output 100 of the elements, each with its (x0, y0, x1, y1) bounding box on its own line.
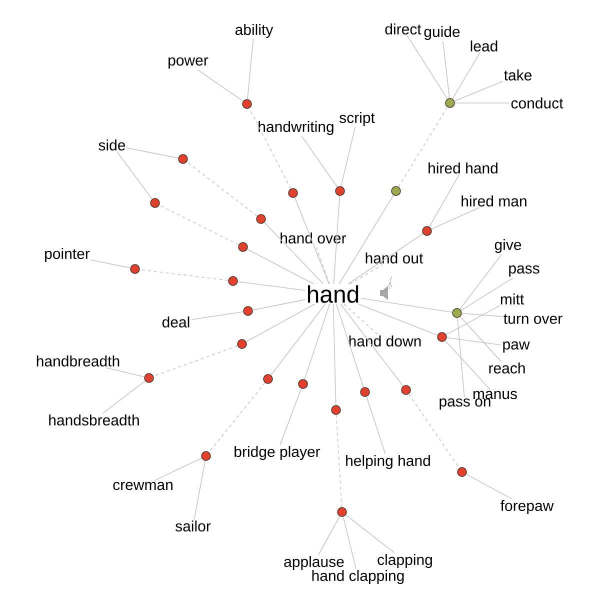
word-label: reach (489, 362, 525, 374)
link-line (444, 340, 491, 390)
word-label: hand down (349, 336, 421, 346)
word-label: handsbreadth (49, 414, 139, 426)
word-label: ability (235, 24, 274, 38)
word-label: helping hand (346, 455, 430, 469)
sense-dot (445, 98, 455, 108)
link-line (332, 304, 336, 406)
link-line (457, 317, 465, 398)
sense-dot (331, 405, 341, 415)
link-line (460, 316, 502, 362)
link-line (126, 148, 179, 158)
word-label: handbreadth (36, 356, 120, 366)
link-line (431, 207, 480, 230)
word-label: give (494, 239, 522, 253)
word-label: pass (509, 265, 540, 277)
word-label: side (98, 140, 126, 150)
sense-dot (237, 339, 247, 349)
word-label: hand over (280, 232, 346, 244)
headword-label: hand (308, 285, 358, 303)
link-line (344, 304, 378, 335)
link-line (442, 40, 450, 99)
word-label: hand clapping (312, 570, 404, 584)
word-label: lead (470, 40, 498, 52)
word-label: pass on (440, 398, 490, 410)
sense-dot (242, 99, 252, 109)
word-label: hired hand (428, 162, 498, 174)
word-label: handwriting (258, 121, 334, 135)
link-line (270, 304, 326, 376)
sense-dot (228, 276, 238, 286)
sense-dot (288, 188, 298, 198)
link-line (358, 304, 438, 336)
link-line (158, 204, 240, 246)
link-line (153, 345, 238, 377)
sense-dot (130, 264, 140, 274)
link-line (454, 102, 510, 104)
link-line (186, 162, 258, 216)
link-line (264, 222, 324, 284)
link-line (340, 126, 356, 187)
link-line (247, 38, 254, 100)
link-line (460, 254, 502, 310)
word-label: guide (424, 26, 460, 40)
word-label: turn over (504, 314, 562, 324)
link-line (350, 264, 384, 284)
sense-dot (335, 186, 345, 196)
link-line (454, 80, 504, 102)
sense-dot (150, 198, 160, 208)
link-line (408, 394, 460, 468)
link-line (398, 106, 448, 188)
link-line (294, 197, 330, 284)
link-line (336, 304, 364, 388)
link-line (90, 260, 131, 268)
link-line (338, 194, 394, 284)
link-line (252, 299, 306, 310)
link-line (194, 460, 206, 520)
word-label: forepaw (500, 500, 554, 514)
link-line (348, 233, 424, 284)
link-line (208, 382, 266, 453)
word-label: paw (503, 341, 530, 353)
sense-dot (144, 373, 154, 383)
word-label: conduct (511, 98, 564, 108)
sense-dot (452, 308, 462, 318)
link-line (106, 367, 145, 378)
word-label: direct (385, 24, 422, 34)
word-label: crewman (113, 482, 172, 490)
word-label: applause (284, 556, 344, 570)
link-line (280, 388, 302, 446)
link-line (190, 311, 244, 320)
word-label: hired man (462, 196, 526, 206)
sense-dot (437, 332, 447, 342)
word-label: deal (162, 316, 190, 328)
sense-dot (178, 154, 188, 164)
sense-dot (298, 379, 308, 389)
link-line (333, 195, 340, 284)
link-line (318, 516, 340, 556)
link-line (304, 304, 330, 380)
link-line (446, 305, 500, 336)
sense-dot (201, 451, 211, 461)
word-label: take (504, 70, 532, 80)
link-line (102, 380, 146, 414)
link-line (139, 269, 229, 281)
word-label: bridge player (234, 446, 320, 460)
sense-dot (238, 242, 248, 252)
link-line (237, 281, 306, 291)
link-line (246, 248, 314, 284)
sense-dot (360, 387, 370, 397)
link-line (246, 304, 316, 342)
link-line (466, 474, 512, 500)
word-label: script (340, 112, 375, 126)
sense-dot (391, 186, 401, 196)
link-line (452, 52, 480, 100)
sense-dot (457, 467, 467, 477)
link-line (446, 337, 502, 346)
link-line (366, 396, 386, 454)
sense-dot (256, 214, 266, 224)
link-line (461, 312, 503, 317)
word-label: mitt (500, 294, 524, 304)
sense-dot (401, 385, 411, 395)
link-line (248, 108, 292, 190)
sense-dot (337, 507, 347, 517)
